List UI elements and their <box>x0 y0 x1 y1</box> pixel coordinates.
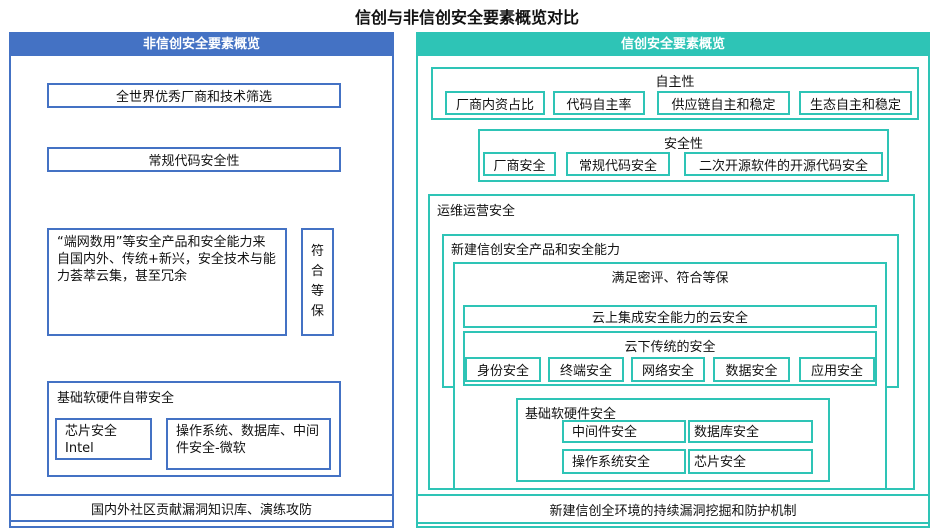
autonomy-item-supply-chain: 供应链自主和稳定 <box>657 91 790 115</box>
security-title: 安全性 <box>663 137 703 152</box>
os-security-item: 操作系统安全 <box>562 449 686 474</box>
autonomy-item-code-autonomy: 代码自主率 <box>553 91 645 115</box>
code-security-box: 常规代码安全性 <box>47 147 341 172</box>
data-security-item: 数据安全 <box>713 357 790 382</box>
os-db-middleware-security-box: 操作系统、数据库、中间件安全-微软 <box>166 418 331 470</box>
network-security-item: 网络安全 <box>631 357 705 382</box>
security-item-vendor: 厂商安全 <box>483 152 556 176</box>
identity-security-item: 身份安全 <box>465 357 541 382</box>
diagram-title: 信创与非信创安全要素概览对比 <box>354 8 579 27</box>
basic-hw-sw-security-title: 基础软硬件安全 <box>525 407 617 422</box>
left-footer: 国内外社区贡献漏洞知识库、演练攻防 <box>9 494 394 522</box>
cloud-security-box: 云上集成安全能力的云安全 <box>463 305 877 328</box>
right-panel-header: 信创安全要素概览 <box>418 34 928 56</box>
ops-security-title: 运维运营安全 <box>437 204 516 219</box>
autonomy-item-domestic-capital: 厂商内资占比 <box>445 91 545 115</box>
new-products-title: 新建信创安全产品和安全能力 <box>451 243 621 258</box>
compliance-requirements-title: 满足密评、符合等保 <box>611 271 729 286</box>
chip-security-item: 芯片安全 <box>688 449 813 474</box>
endpoint-security-item: 终端安全 <box>548 357 624 382</box>
autonomy-title: 自主性 <box>655 75 695 90</box>
security-products-box: “端网数用”等安全产品和安全能力来自国内外、传统+新兴，安全技术与能力荟萃云集，… <box>47 228 287 336</box>
security-item-code: 常规代码安全 <box>566 152 670 176</box>
traditional-security-title: 云下传统的安全 <box>624 340 716 355</box>
basic-builtin-security-title: 基础软硬件自带安全 <box>57 391 175 406</box>
vendor-selection-box: 全世界优秀厂商和技术筛选 <box>47 83 341 108</box>
database-security-item: 数据库安全 <box>688 420 813 443</box>
security-item-open-source: 二次开源软件的开源代码安全 <box>684 152 883 176</box>
chip-security-box: 芯片安全 Intel <box>55 418 152 460</box>
right-footer: 新建信创全环境的持续漏洞挖掘和防护机制 <box>416 494 930 524</box>
autonomy-item-ecosystem: 生态自主和稳定 <box>799 91 912 115</box>
middleware-security-item: 中间件安全 <box>562 420 686 443</box>
compliance-box: 符合等保 <box>301 228 334 336</box>
application-security-item: 应用安全 <box>799 357 875 382</box>
left-panel-header: 非信创安全要素概览 <box>11 34 392 56</box>
